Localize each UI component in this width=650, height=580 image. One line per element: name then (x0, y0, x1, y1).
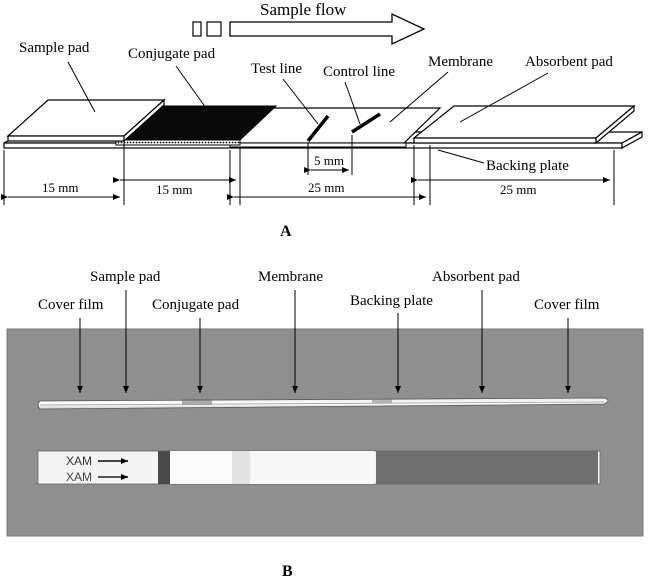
panel-a-schematic: Sample flow (1, 0, 643, 240)
control-line-mark (351, 112, 381, 134)
label-b-conjugate-pad: Conjugate pad (152, 297, 240, 313)
dim-membrane: 25 mm (308, 180, 344, 195)
absorbent-pad (412, 104, 636, 145)
callout-conjugate-pad: Conjugate pad (128, 46, 216, 109)
strip-conjugate-band (158, 451, 170, 484)
label-membrane: Membrane (428, 54, 493, 70)
label-backing-plate: Backing plate (486, 158, 569, 174)
label-b-absorbent-pad: Absorbent pad (432, 269, 520, 285)
dimension-arrows (1, 167, 610, 200)
dim-absorbent-pad: 25 mm (500, 182, 536, 197)
sample-flow-arrow: Sample flow (192, 0, 426, 46)
label-control-line: Control line (323, 64, 395, 80)
strip-text-xam-2: XAM (66, 470, 92, 484)
label-conjugate-pad: Conjugate pad (128, 46, 216, 62)
panel-b-letter: B (282, 563, 293, 580)
callout-backing-plate: Backing plate (437, 149, 569, 174)
strip-top-view: XAM XAM (37, 450, 601, 485)
label-absorbent-pad: Absorbent pad (525, 54, 613, 70)
label-test-line: Test line (251, 61, 302, 77)
strip-absorbent-section (376, 451, 598, 484)
callout-test-line: Test line (251, 61, 319, 125)
strip-side-view (37, 397, 609, 410)
label-sample-pad: Sample pad (19, 40, 90, 56)
test-line-mark (306, 114, 330, 143)
dim-conjugate-pad: 15 mm (156, 182, 192, 197)
pointer-arrows (77, 290, 571, 393)
label-b-sample-pad: Sample pad (90, 269, 161, 285)
sample-flow-label: Sample flow (260, 0, 347, 19)
label-b-cover-film-right: Cover film (534, 297, 600, 313)
callout-sample-pad: Sample pad (19, 40, 96, 113)
strip-text-xam-1: XAM (66, 454, 92, 468)
photo-background (7, 329, 643, 536)
callout-control-line: Control line (323, 64, 395, 125)
callout-absorbent-pad: Absorbent pad (459, 54, 613, 123)
callout-membrane: Membrane (389, 54, 493, 123)
membrane (228, 107, 442, 148)
sample-pad (6, 98, 166, 143)
panel-a-letter: A (280, 223, 292, 240)
label-b-cover-film-left: Cover film (38, 297, 104, 313)
dim-line-gap: 5 mm (314, 153, 344, 168)
conjugate-pad (114, 105, 278, 146)
panel-b-photo: Sample pad Membrane Absorbent pad Cover … (6, 269, 644, 580)
label-b-membrane: Membrane (258, 269, 323, 285)
label-b-backing-plate: Backing plate (350, 293, 433, 309)
dim-sample-pad: 15 mm (42, 180, 78, 195)
